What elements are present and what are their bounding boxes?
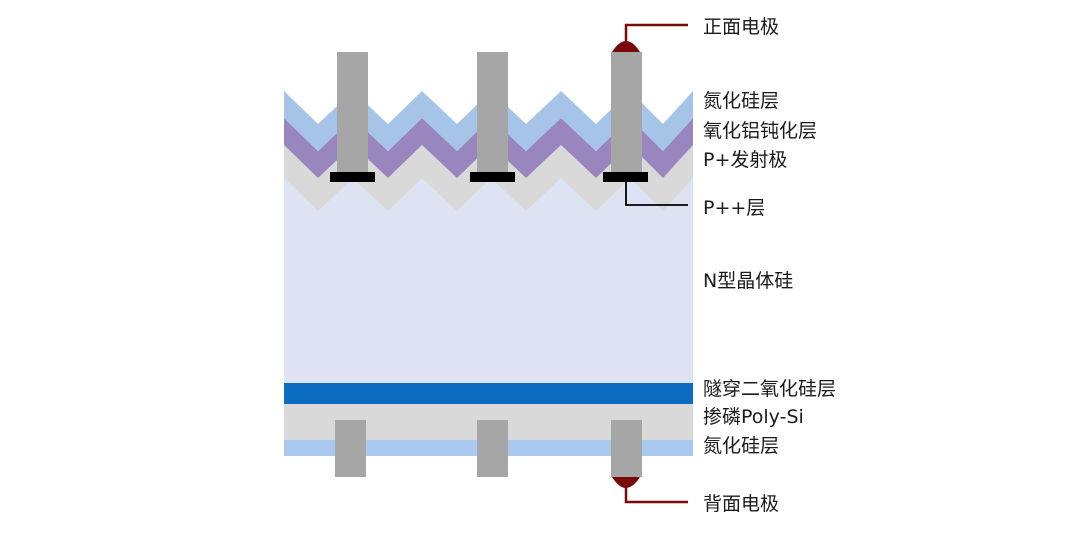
back-electrode bbox=[477, 420, 508, 477]
front-contact-dot bbox=[612, 41, 640, 52]
p-plus-plus-region bbox=[603, 172, 648, 182]
back-contact-dot bbox=[612, 477, 640, 488]
label-front-electrode: 正面电极 bbox=[703, 16, 779, 38]
label-nitride-bottom: 氮化硅层 bbox=[703, 435, 779, 457]
label-alox: 氧化铝钝化层 bbox=[703, 120, 817, 142]
label-back-electrode: 背面电极 bbox=[703, 493, 779, 515]
label-nitride-top: 氮化硅层 bbox=[703, 90, 779, 112]
p-plus-plus-leader bbox=[625, 182, 688, 206]
label-tunnel-oxide: 隧穿二氧化硅层 bbox=[703, 378, 836, 400]
tunnel-oxide-layer bbox=[284, 383, 693, 404]
p-plus-plus-region bbox=[470, 172, 515, 182]
back-electrode-leader bbox=[624, 487, 688, 504]
p-plus-plus-region bbox=[330, 172, 375, 182]
front-electrode bbox=[337, 52, 368, 172]
label-p-emitter: P+发射极 bbox=[703, 149, 787, 171]
label-poly-si: 掺磷Poly-Si bbox=[703, 406, 804, 428]
front-electrode-leader bbox=[624, 23, 688, 42]
front-electrode bbox=[611, 52, 642, 172]
n-si-layer bbox=[284, 175, 693, 385]
label-n-si: N型晶体硅 bbox=[703, 270, 793, 292]
back-electrode bbox=[335, 420, 366, 477]
nitride-top-layer bbox=[284, 91, 693, 151]
alox-layer bbox=[284, 118, 693, 178]
label-p-plus-plus: P++层 bbox=[703, 197, 765, 219]
back-electrode bbox=[611, 420, 642, 477]
front-electrode bbox=[477, 52, 508, 172]
